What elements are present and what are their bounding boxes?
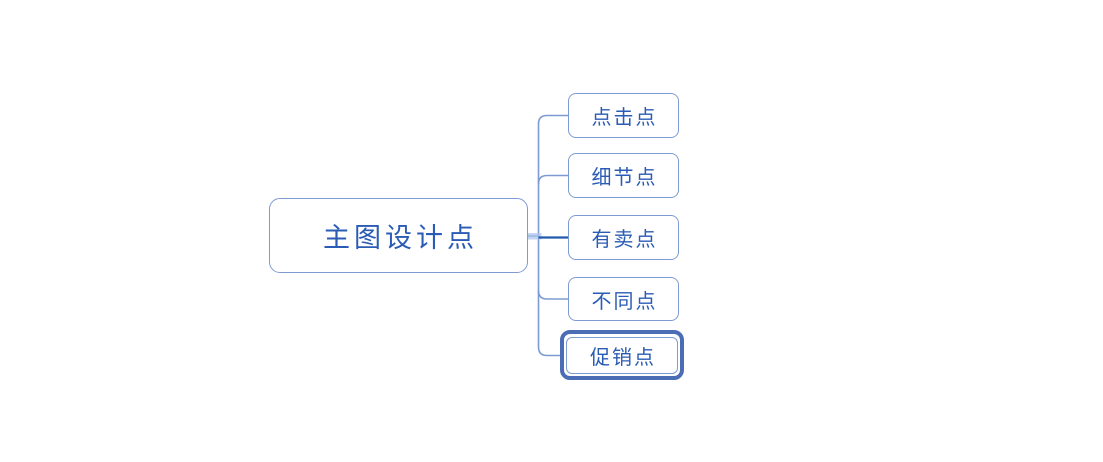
selected-topic-frame: 促销点 [560,330,684,380]
topic-label: 促销点 [590,344,656,369]
topic-label: 有卖点 [591,227,658,251]
connector-trunk [537,114,568,357]
connector-branch-4 [537,290,568,300]
connector-branch-2 [537,174,568,185]
topic-node-selling-point[interactable]: 有卖点 [568,215,679,260]
root-topic-node[interactable]: 主图设计点 [269,198,528,273]
topic-node-detail-point[interactable]: 细节点 [568,153,679,198]
topic-label: 点击点 [591,105,658,129]
root-topic-label: 主图设计点 [323,223,478,254]
topic-node-click-point[interactable]: 点击点 [568,93,679,138]
topic-node-difference-point[interactable]: 不同点 [568,277,679,321]
topic-node-promotion-point[interactable]: 促销点 [566,336,678,374]
topic-label: 细节点 [591,165,658,189]
topic-label: 不同点 [591,288,658,313]
